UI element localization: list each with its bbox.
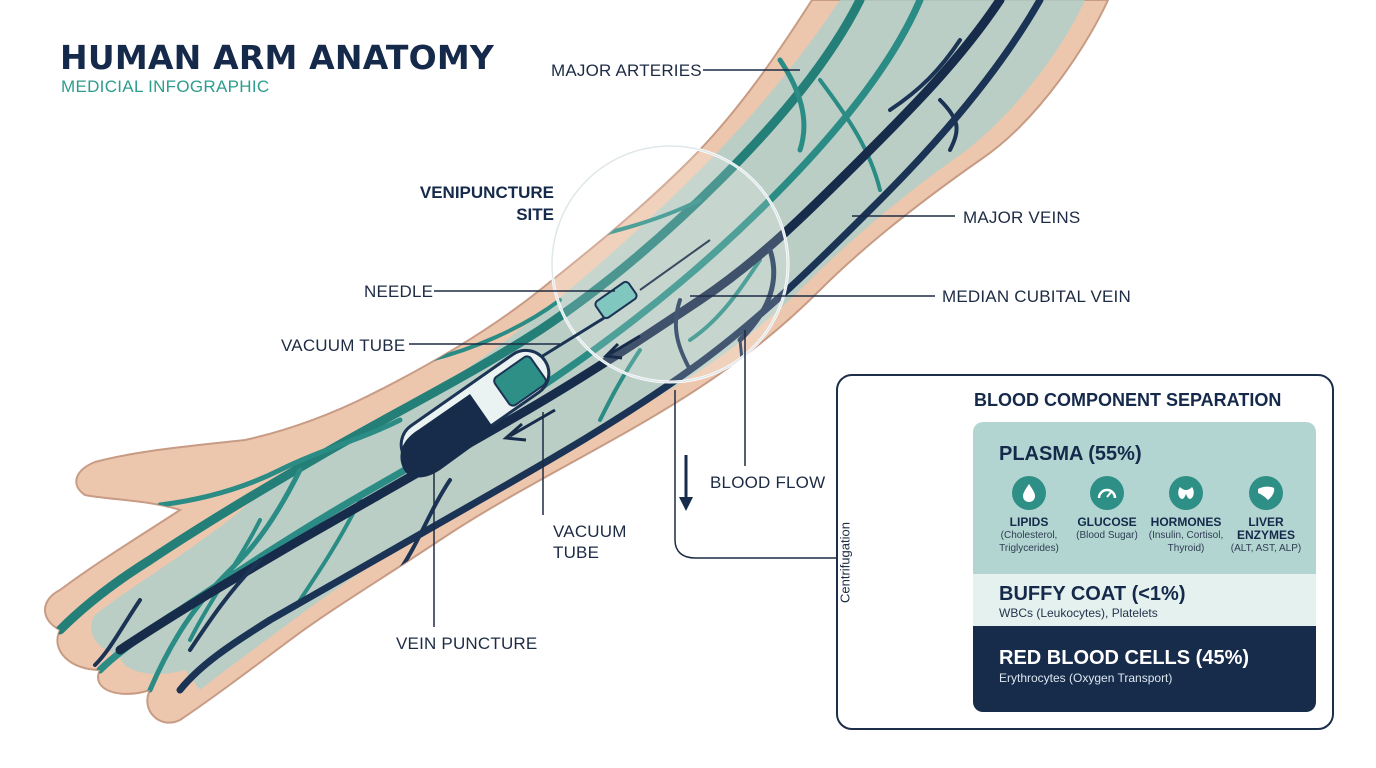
panel-title: BLOOD COMPONENT SEPARATION [974,390,1282,410]
red-blood-cells-title: RED BLOOD CELLS (45%) [999,647,1250,669]
liver-name-2: ENZYMES [1236,528,1295,542]
label-vacuum-line1: VACUUM [553,522,627,541]
thyroid-icon [1169,476,1203,510]
glucose-desc-1: (Blood Sugar) [1076,530,1138,541]
label-venipuncture-line1: VENIPUNCTURE [419,183,554,202]
droplet-icon [1012,476,1046,510]
lipids-desc-2: Triglycerides) [999,543,1059,554]
liver-name-1: LIVER [1248,515,1284,529]
lipids-desc-1: (Cholesterol, [1000,530,1058,541]
venipuncture-magnifier [550,144,790,384]
label-major-veins: MAJOR VEINS [963,208,1081,227]
lipids-name: LIPIDS [1009,515,1049,529]
plasma-title: PLASMA (55%) [999,443,1142,465]
buffy-coat-title: BUFFY COAT (<1%) [999,583,1186,605]
label-median-cubital-vein: MEDIAN CUBITAL VEIN [942,287,1131,306]
buffy-coat-desc: WBCs (Leukocytes), Platelets [999,606,1158,620]
centrifugation-label: Centrifugation [837,522,853,603]
blood-flow-arrow [679,455,693,511]
liver-icon [1249,476,1283,510]
plasma-component-hormones: HORMONES (Insulin, Cortisol, Thyroid) [1146,476,1226,555]
gauge-icon [1090,476,1124,510]
label-needle: NEEDLE [364,282,434,301]
plasma-component-liver-enzymes: LIVER ENZYMES (ALT, AST, ALP) [1226,476,1306,555]
red-blood-cells-desc: Erythrocytes (Oxygen Transport) [999,671,1173,685]
label-vein-puncture: VEIN PUNCTURE [396,634,538,653]
liver-desc-1: (ALT, AST, ALP) [1230,543,1302,554]
buffy-coat-section [973,574,1316,626]
label-venipuncture-site: VENIPUNCTURE SITE [380,182,554,226]
hormones-desc-1: (Insulin, Cortisol, [1148,530,1224,541]
label-vacuum-tube-bottom: VACUUM TUBE [553,521,627,563]
leader-lines [409,69,955,627]
glucose-name: GLUCOSE [1077,515,1137,529]
label-vacuum-line2: TUBE [553,543,600,562]
flow-arrows [502,334,641,442]
plasma-component-lipids: LIPIDS (Cholesterol, Triglycerides) [989,476,1069,555]
label-major-arteries: MAJOR ARTERIES [551,61,702,80]
label-vacuum-tube-top: VACUUM TUBE [281,336,406,355]
plasma-component-glucose: GLUCOSE (Blood Sugar) [1067,476,1147,542]
hormones-desc-2: Thyroid) [1167,543,1205,554]
page-subtitle: MEDICIAL INFOGRAPHIC [61,77,270,96]
vacuum-tube-on-arm [399,348,551,478]
label-blood-flow: BLOOD FLOW [710,473,826,492]
hormones-name: HORMONES [1150,515,1222,529]
page-title: HUMAN ARM ANATOMY [60,38,495,77]
red-blood-cells-section [973,626,1316,712]
label-venipuncture-line2: SITE [516,205,554,224]
